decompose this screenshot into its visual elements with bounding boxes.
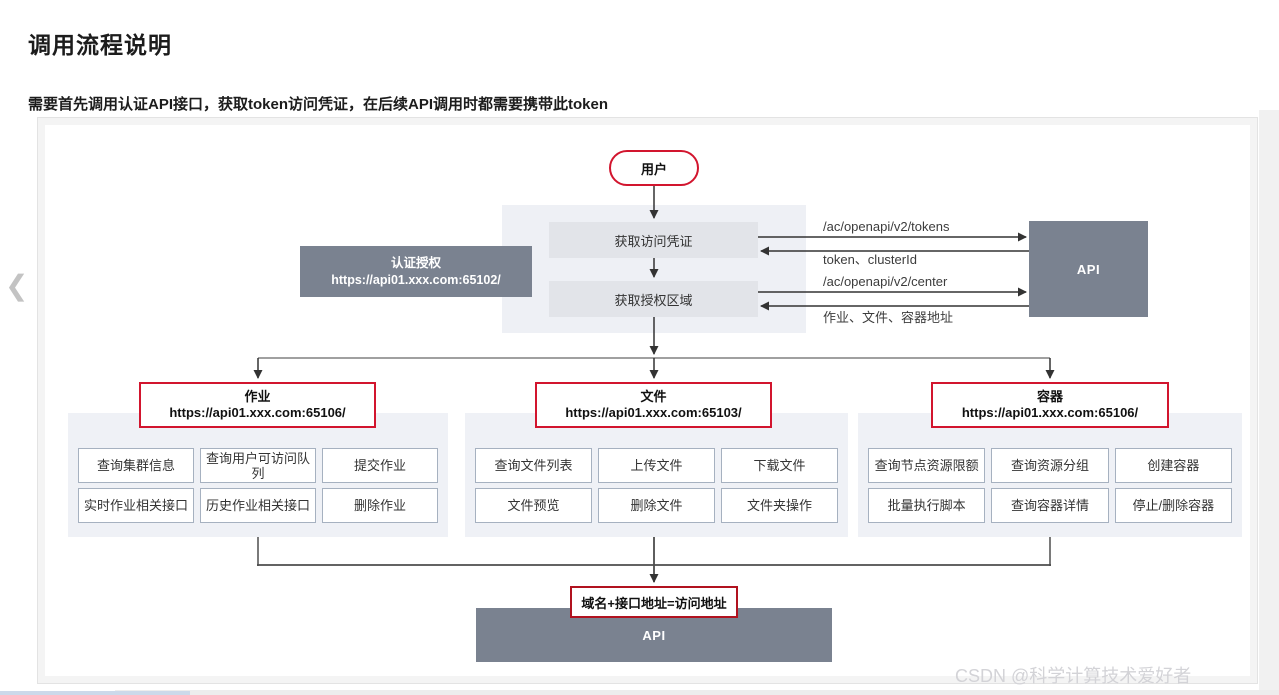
arrow-label-center-request: /ac/openapi/v2/center xyxy=(823,274,948,289)
section-jobs-container: 查询集群信息 查询用户可访问队列 提交作业 实时作业相关接口 历史作业相关接口 … xyxy=(68,413,448,537)
section-containers-header: 容器 https://api01.xxx.com:65106/ xyxy=(931,382,1169,428)
section-files-container: 查询文件列表 上传文件 下载文件 文件预览 删除文件 文件夹操作 xyxy=(465,413,848,537)
api-item-query-file-list: 查询文件列表 xyxy=(475,448,592,483)
api-item-delete-job: 删除作业 xyxy=(322,488,438,523)
api-item-submit-job: 提交作业 xyxy=(322,448,438,483)
page-title: 调用流程说明 xyxy=(28,32,172,58)
chevron-left-icon[interactable]: ❮ xyxy=(5,270,29,301)
api-item-delete-file: 删除文件 xyxy=(598,488,715,523)
page-bottom-accent-strip xyxy=(0,691,190,695)
section-jobs-title: 作业 xyxy=(244,389,271,404)
auth-endpoint-box: 认证授权 https://api01.xxx.com:65102/ xyxy=(300,246,532,297)
api-item-download-file: 下载文件 xyxy=(721,448,838,483)
section-files-header: 文件 https://api01.xxx.com:65103/ xyxy=(535,382,772,428)
section-jobs-url: https://api01.xxx.com:65106/ xyxy=(169,405,346,420)
api-node: API xyxy=(1029,221,1148,317)
section-files-url: https://api01.xxx.com:65103/ xyxy=(565,405,742,420)
section-files-title: 文件 xyxy=(640,389,667,404)
watermark: CSDN @科学计算技术爱好者 xyxy=(955,666,1192,686)
api-item-query-node-quota: 查询节点资源限额 xyxy=(868,448,986,483)
auth-endpoint-url: https://api01.xxx.com:65102/ xyxy=(331,272,501,287)
api-item-query-user-queues: 查询用户可访问队列 xyxy=(200,448,316,483)
api-item-history-job-apis: 历史作业相关接口 xyxy=(200,488,316,523)
section-containers-container: 查询节点资源限额 查询资源分组 创建容器 批量执行脚本 查询容器详情 停止/删除… xyxy=(858,413,1242,537)
auth-endpoint-title: 认证授权 xyxy=(390,255,441,270)
api-item-query-resource-groups: 查询资源分组 xyxy=(991,448,1109,483)
step-get-auth-region: 获取授权区域 xyxy=(549,281,758,317)
page-subtitle: 需要首先调用认证API接口，获取token访问凭证，在后续API调用时都需要携带… xyxy=(28,96,609,113)
page-bottom-strip xyxy=(115,690,1279,695)
api-item-query-cluster-info: 查询集群信息 xyxy=(78,448,194,483)
section-jobs-header: 作业 https://api01.xxx.com:65106/ xyxy=(139,382,376,428)
api-item-realtime-job-apis: 实时作业相关接口 xyxy=(78,488,194,523)
step-get-access-token: 获取访问凭证 xyxy=(549,222,758,258)
arrow-label-tokens-request: /ac/openapi/v2/tokens xyxy=(823,219,950,234)
section-containers-url: https://api01.xxx.com:65106/ xyxy=(961,405,1139,420)
api-item-batch-run-script: 批量执行脚本 xyxy=(868,488,986,523)
section-containers-title: 容器 xyxy=(1036,389,1063,404)
api-item-stop-delete-container: 停止/删除容器 xyxy=(1114,488,1232,523)
user-node: 用户 xyxy=(609,150,699,186)
page-right-gutter xyxy=(1259,110,1279,695)
result-address-box: 域名+接口地址=访问地址 xyxy=(570,586,738,618)
arrow-label-center-response: 作业、文件、容器地址 xyxy=(823,310,954,325)
api-item-query-container-detail: 查询容器详情 xyxy=(991,488,1109,523)
api-item-preview-file: 文件预览 xyxy=(475,488,592,523)
api-item-upload-file: 上传文件 xyxy=(598,448,715,483)
api-item-create-container: 创建容器 xyxy=(1114,448,1232,483)
api-item-folder-operations: 文件夹操作 xyxy=(721,488,838,523)
arrow-label-tokens-response: token、clusterId xyxy=(823,252,917,267)
